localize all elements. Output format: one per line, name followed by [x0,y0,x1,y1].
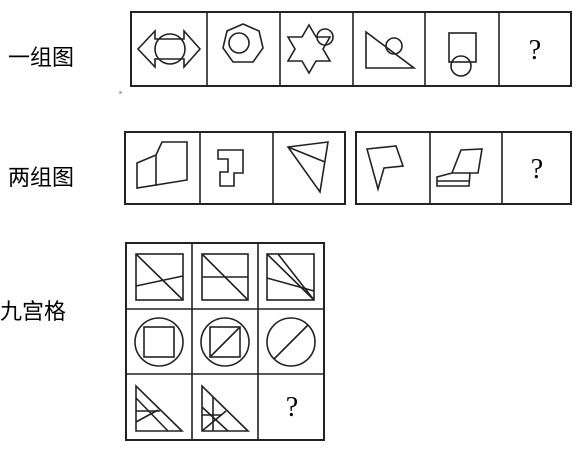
grid-cell-8-figure [201,384,250,432]
heptagon-circle-figure [222,23,264,63]
folded-quad-figure [136,141,188,189]
triangle-circle-figure [365,30,417,69]
nine-grid: ? [125,242,325,441]
square-circle-figure [448,32,477,77]
label-two-groups: 两组图 [8,166,75,191]
double-arrow-circle-figure [136,28,202,70]
two-groups-left [124,131,346,205]
grid-cell-6-figure [266,317,316,367]
one-group-strip: ? [130,11,572,87]
question-mark-row2: ? [531,154,543,185]
question-mark-grid: ? [286,392,298,423]
question-mark-row1: ? [529,35,541,66]
triangle-line-figure [286,141,329,195]
label-one-group: 一组图 [8,46,75,71]
grid-cell-5-figure [200,317,250,367]
grid-cell-3-figure [266,253,315,301]
grid-cell-4-figure [134,317,184,367]
star-circle-figure [286,23,334,75]
shoe-polygon-figure [436,148,483,187]
kite-figure [365,145,405,192]
two-groups-right: ? [355,131,572,205]
grid-cell-7-figure [135,384,184,432]
stair-polygon-figure [217,149,244,187]
grid-cell-2-figure [201,253,249,301]
stray-mark [119,91,122,94]
grid-cell-1-figure [135,253,184,301]
label-nine-grid: 九宫格 [0,300,67,325]
